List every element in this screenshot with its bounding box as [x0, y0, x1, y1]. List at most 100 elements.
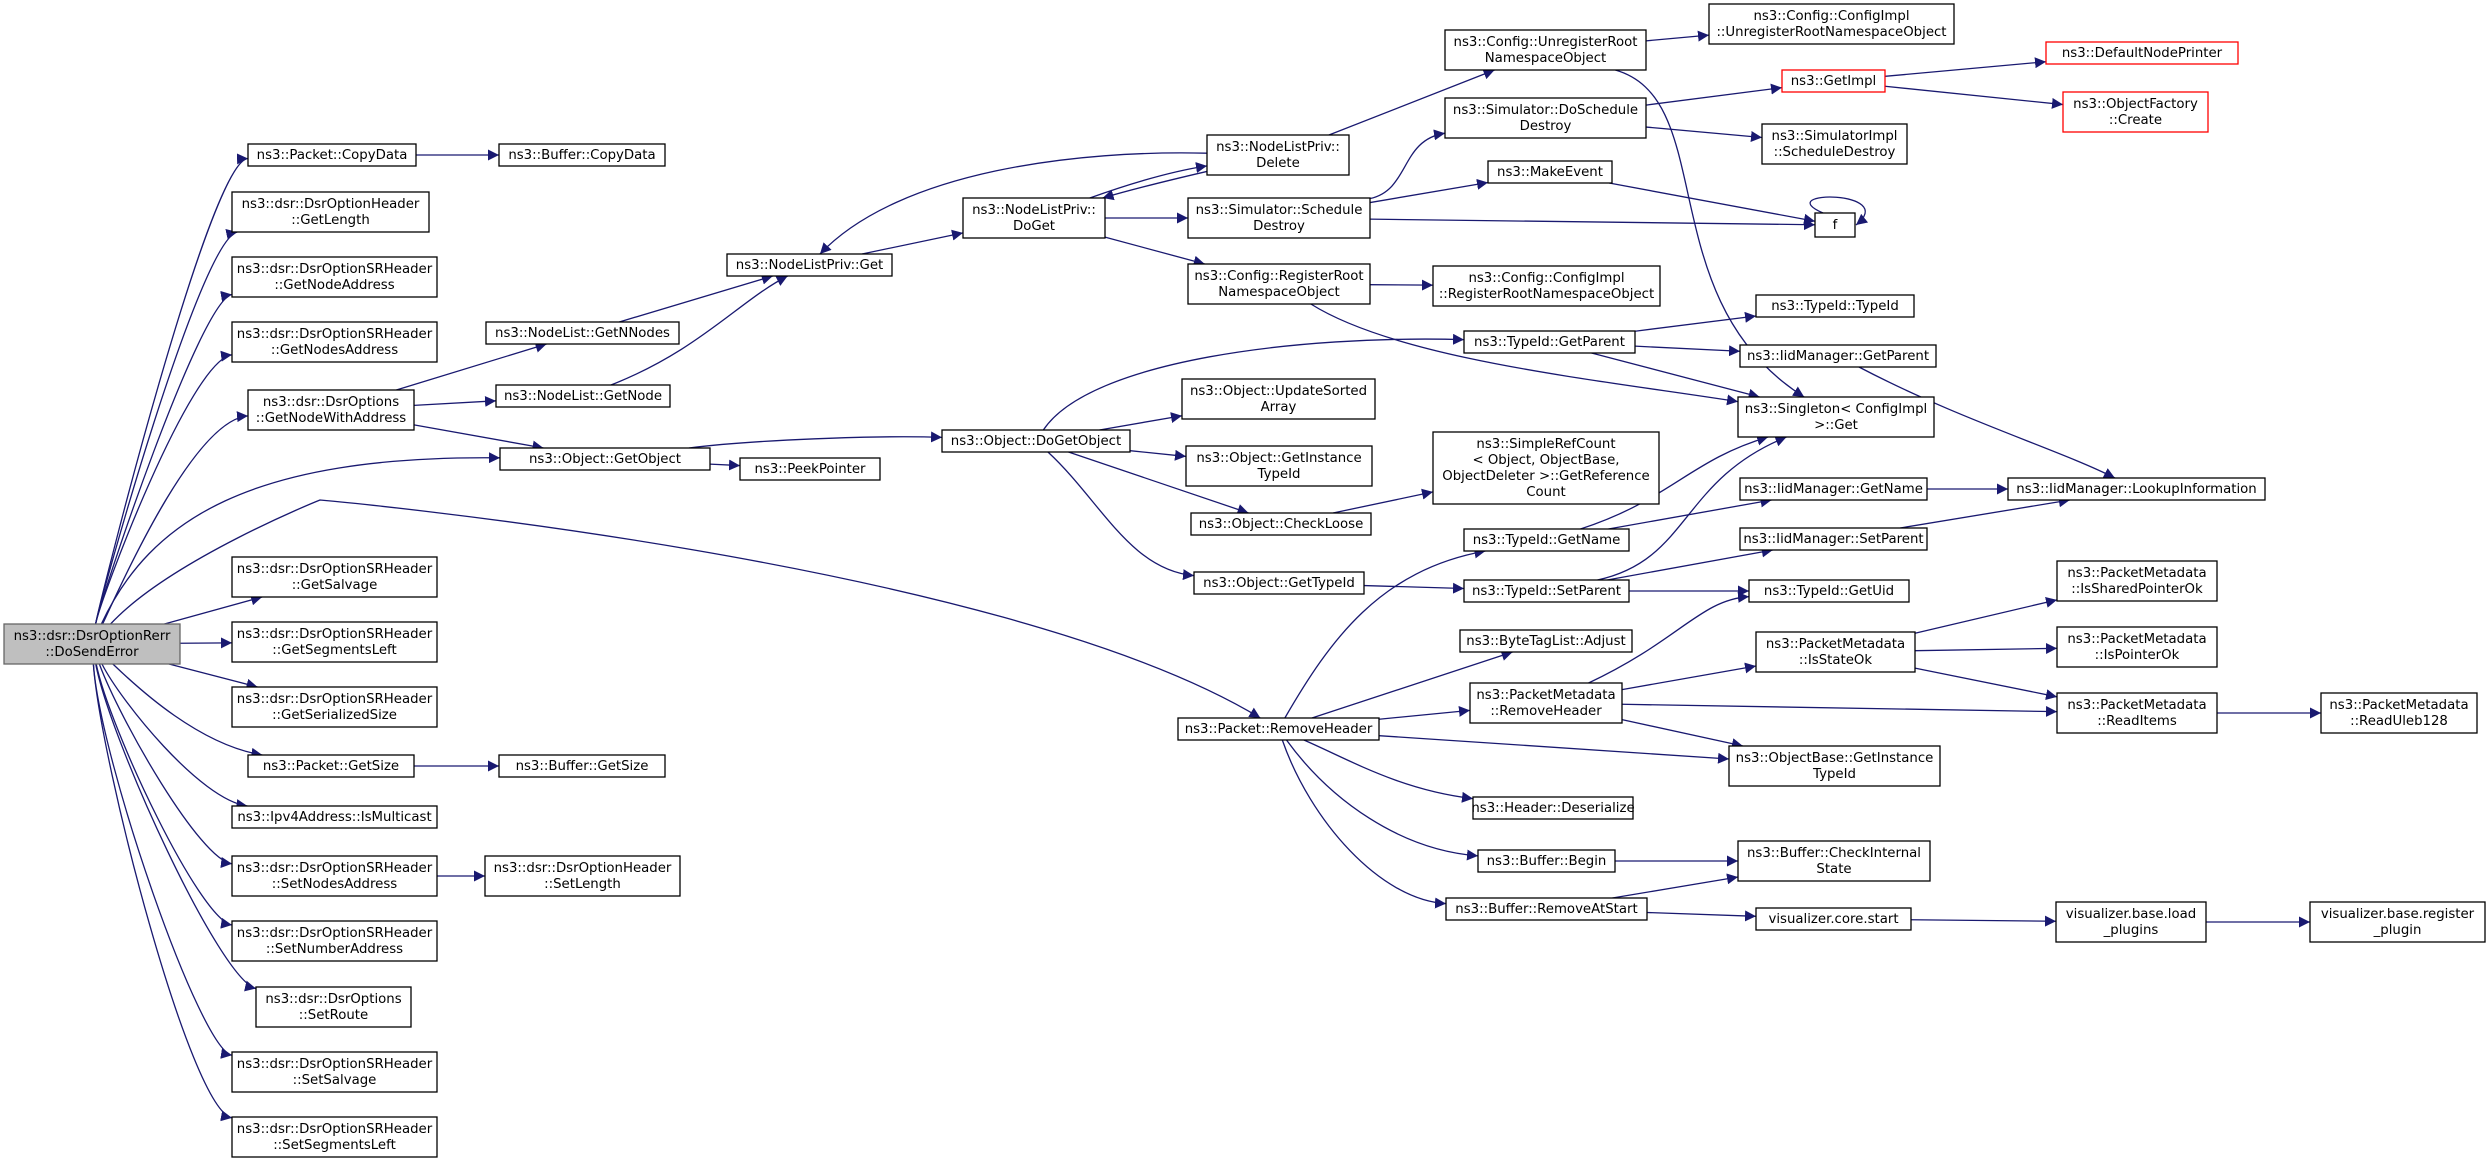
node-defaultnodeprinter-box [2045, 41, 2239, 65]
node-pmreaduleb[interactable]: ns3::PacketMetadata::ReadUleb128 [2320, 692, 2478, 734]
node-checkloose[interactable]: ns3::Object::CheckLoose [1190, 512, 1372, 536]
node-cfgunreg-label-1: ::UnregisterRootNamespaceObject [1716, 25, 1946, 40]
node-simimplsched[interactable]: ns3::SimulatorImpl::ScheduleDestroy [1761, 123, 1908, 165]
node-defaultnodeprinter[interactable]: ns3::DefaultNodePrinter [2045, 41, 2239, 65]
node-setsegmentsleft-label-0: ns3::dsr::DsrOptionSRHeader [237, 1122, 433, 1137]
node-cfgreg[interactable]: ns3::Config::ConfigImpl::RegisterRootNam… [1432, 265, 1661, 307]
edge-removeheader-to-bufbegin [1285, 739, 1479, 861]
node-removeheader[interactable]: ns3::Packet::RemoveHeader [1177, 717, 1380, 741]
node-getsalvage-box [231, 556, 438, 598]
edge-unregroot-to-cfgunreg [1645, 30, 1710, 42]
node-simplerefcount[interactable]: ns3::SimpleRefCount< Object, ObjectBase,… [1432, 431, 1660, 505]
node-bufremoveatstart[interactable]: ns3::Buffer::RemoveAtStart [1445, 897, 1648, 921]
node-getlength-box [231, 191, 430, 233]
node-getsalvage[interactable]: ns3::dsr::DsrOptionSRHeader::GetSalvage [231, 556, 438, 598]
node-getnodesaddress-label-0: ns3::dsr::DsrOptionSRHeader [237, 327, 433, 342]
node-peekpointer[interactable]: ns3::PeekPointer [739, 457, 881, 481]
node-tidsetparent-box [1463, 579, 1630, 603]
node-getnode[interactable]: ns3::NodeList::GetNode [495, 384, 671, 408]
node-typeidctor[interactable]: ns3::TypeId::TypeId [1755, 294, 1915, 318]
node-nlpget[interactable]: ns3::NodeListPriv::Get [726, 253, 893, 277]
edge-getparent-to-singletonget [1591, 352, 1760, 400]
node-tidgetname[interactable]: ns3::TypeId::GetName [1463, 528, 1630, 552]
edge-root-to-getlength [94, 229, 238, 625]
node-cfgunreg[interactable]: ns3::Config::ConfigImpl::UnregisterRootN… [1708, 3, 1955, 45]
node-nlpdelete-label-0: ns3::NodeListPriv:: [1216, 140, 1340, 155]
node-copydata[interactable]: ns3::Packet::CopyData [247, 143, 417, 167]
node-getnodewithaddress[interactable]: ns3::dsr::DsrOptions::GetNodeWithAddress [247, 389, 415, 431]
edge-root-to-setnumberaddress [95, 663, 233, 929]
node-dogetobject[interactable]: ns3::Object::DoGetObject [941, 429, 1131, 453]
node-iidgetname[interactable]: ns3::IidManager::GetName [1739, 477, 1928, 501]
node-ismulticast[interactable]: ns3::Ipv4Address::IsMulticast [231, 805, 438, 829]
node-bufbegin[interactable]: ns3::Buffer::Begin [1477, 849, 1616, 873]
node-pmshared[interactable]: ns3::PacketMetadata::IsSharedPointerOk [2056, 560, 2218, 602]
node-getparent[interactable]: ns3::TypeId::GetParent [1463, 330, 1636, 354]
node-iidgetparent-box [1739, 344, 1937, 368]
node-peekpointer-label-0: ns3::PeekPointer [754, 462, 866, 477]
node-getuid[interactable]: ns3::TypeId::GetUid [1748, 579, 1910, 603]
node-pmisstateok[interactable]: ns3::PacketMetadata::IsStateOk [1755, 631, 1916, 673]
node-viscorestart[interactable]: visualizer.core.start [1755, 907, 1912, 931]
node-pmpointerok[interactable]: ns3::PacketMetadata::IsPointerOk [2056, 626, 2218, 668]
node-setroute[interactable]: ns3::dsr::DsrOptions::SetRoute [255, 986, 412, 1028]
node-getlength[interactable]: ns3::dsr::DsrOptionHeader::GetLength [231, 191, 430, 233]
node-obgetinstance-box [1728, 745, 1941, 787]
node-objgettypeid[interactable]: ns3::Object::GetTypeId [1193, 571, 1365, 595]
node-makeevent[interactable]: ns3::MakeEvent [1487, 160, 1613, 184]
edge-root-to-pktgetsize [112, 663, 263, 759]
edge-dogetobject-to-updatesorted [1099, 412, 1183, 431]
node-setsegmentsleft[interactable]: ns3::dsr::DsrOptionSRHeader::SetSegments… [231, 1116, 438, 1158]
node-getobject[interactable]: ns3::Object::GetObject [499, 447, 711, 471]
node-btladjust[interactable]: ns3::ByteTagList::Adjust [1459, 629, 1633, 653]
node-tidsetparent[interactable]: ns3::TypeId::SetParent [1463, 579, 1630, 603]
edge-root-to-setroute [95, 663, 257, 992]
node-lookupinfo[interactable]: ns3::IidManager::LookupInformation [2007, 477, 2266, 501]
node-f[interactable]: f [1814, 212, 1856, 238]
node-objfactorycreate[interactable]: ns3::ObjectFactory::Create [2062, 91, 2209, 133]
node-visregplugin[interactable]: visualizer.base.register_plugin [2309, 901, 2486, 943]
node-getnodeaddress[interactable]: ns3::dsr::DsrOptionSRHeader::GetNodeAddr… [231, 256, 438, 298]
node-iidsetparent[interactable]: ns3::IidManager::SetParent [1739, 527, 1928, 551]
node-nlpdoget[interactable]: ns3::NodeListPriv::DoGet [962, 197, 1106, 239]
node-iidgetparent[interactable]: ns3::IidManager::GetParent [1739, 344, 1937, 368]
node-getnnodes[interactable]: ns3::NodeList::GetNNodes [485, 321, 680, 345]
node-objfactorycreate-box [2062, 91, 2209, 133]
node-root[interactable]: ns3::dsr::DsrOptionRerr::DoSendError [3, 623, 181, 665]
node-hdrdeserialize[interactable]: ns3::Header::Deserialize [1471, 796, 1635, 820]
node-tidgetname-label-0: ns3::TypeId::GetName [1473, 533, 1621, 548]
node-hdrdeserialize-label-0: ns3::Header::Deserialize [1471, 801, 1634, 816]
node-singletonget[interactable]: ns3::Singleton< ConfigImpl >::Get [1737, 396, 1935, 438]
node-getserializedsize[interactable]: ns3::dsr::DsrOptionSRHeader::GetSerializ… [231, 686, 438, 728]
node-getsegmentsleft[interactable]: ns3::dsr::DsrOptionSRHeader::GetSegments… [231, 621, 438, 663]
node-getnodesaddress[interactable]: ns3::dsr::DsrOptionSRHeader::GetNodesAdd… [231, 321, 438, 363]
node-setlength[interactable]: ns3::dsr::DsrOptionHeader::SetLength [484, 855, 681, 897]
node-dogetobject-label-0: ns3::Object::DoGetObject [951, 434, 1121, 449]
node-nlpdelete[interactable]: ns3::NodeListPriv::Delete [1206, 134, 1350, 176]
node-getuid-label-0: ns3::TypeId::GetUid [1764, 584, 1894, 599]
node-getimpl[interactable]: ns3::GetImpl [1781, 69, 1886, 93]
edge-root-to-getobject [100, 452, 501, 625]
node-bufcopydata[interactable]: ns3::Buffer::CopyData [498, 143, 666, 167]
node-regroot[interactable]: ns3::Config::RegisterRootNamespaceObject [1187, 263, 1371, 305]
node-schedulerdestroy[interactable]: ns3::Simulator::ScheduleDestroy [1187, 197, 1371, 239]
node-setnumberaddress[interactable]: ns3::dsr::DsrOptionSRHeader::SetNumberAd… [231, 920, 438, 962]
edge-getobject-to-peekpointer [709, 459, 741, 471]
node-pmremoveheader[interactable]: ns3::PacketMetadata::RemoveHeader [1469, 682, 1623, 724]
edge-pmremoveheader-to-pmreaditems [1621, 703, 2058, 717]
edge-root-to-setsegmentsleft [92, 663, 233, 1122]
node-setnodesaddress[interactable]: ns3::dsr::DsrOptionSRHeader::SetNodesAdd… [231, 855, 438, 897]
node-unregroot[interactable]: ns3::Config::UnregisterRootNamespaceObje… [1444, 29, 1647, 71]
node-pmreaditems[interactable]: ns3::PacketMetadata::ReadItems [2056, 692, 2218, 734]
node-setsalvage[interactable]: ns3::dsr::DsrOptionSRHeader::SetSalvage [231, 1051, 438, 1093]
node-nlpdelete-box [1206, 134, 1350, 176]
node-visloadplugins[interactable]: visualizer.base.load_plugins [2055, 901, 2207, 943]
node-bufgetsize[interactable]: ns3::Buffer::GetSize [498, 754, 666, 778]
node-pktgetsize[interactable]: ns3::Packet::GetSize [247, 754, 415, 778]
edge-bufremoveatstart-to-bufcheckinternal [1612, 873, 1739, 899]
